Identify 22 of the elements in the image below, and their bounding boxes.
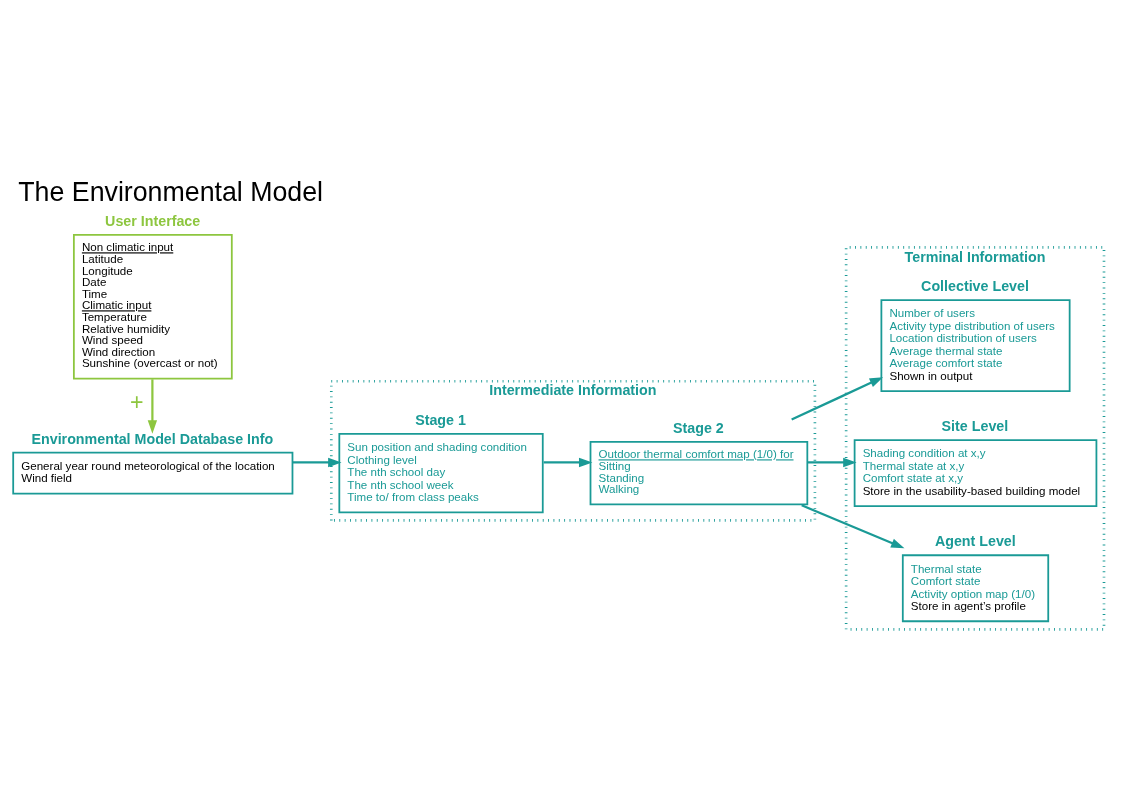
arrow <box>292 457 342 467</box>
node-label: Environmental Model Database Info <box>31 430 274 447</box>
arrow <box>147 378 158 434</box>
diagram-title: The Environmental Model <box>18 176 324 207</box>
node-label: Stage 1 <box>415 411 466 428</box>
node-label: Collective Level <box>921 277 1029 294</box>
node-box: Thermal state Comfort state Activity option map (1/0) Store in agent’s profile <box>901 553 1050 622</box>
node-box: Non climatic input Latitude Longitude Date Time Climatic input Temperature Relative humidity Wind speed Wind direction Sunshine (overcast or not) <box>73 233 233 379</box>
node-box: Shading condition at x,y Thermal state at x,y Comfort state at x,y Store in the usability-based building model <box>853 438 1098 507</box>
arrow <box>543 457 593 467</box>
edge-label: + <box>130 388 144 415</box>
node-label: User Interface <box>105 212 201 229</box>
node-label: Stage 2 <box>673 419 724 436</box>
node-box: Number of users Activity type distribution of users Location distribution of users Average thermal state Average comfort state Shown in output <box>880 298 1071 392</box>
arrow <box>791 376 884 421</box>
node-label: Agent Level <box>934 532 1016 549</box>
node-box: Sun position and shading condition Clothing level The nth school day The nth school week Time to/ from class peaks <box>338 432 544 513</box>
node-box: General year round meteorological of the location Wind field <box>12 451 294 495</box>
arrow <box>807 457 857 467</box>
arrow <box>801 503 905 548</box>
node-label: Site Level <box>941 417 1009 434</box>
node-box: Outdoor thermal comfort map (1/0) for Sitting Standing Walking <box>589 440 809 505</box>
